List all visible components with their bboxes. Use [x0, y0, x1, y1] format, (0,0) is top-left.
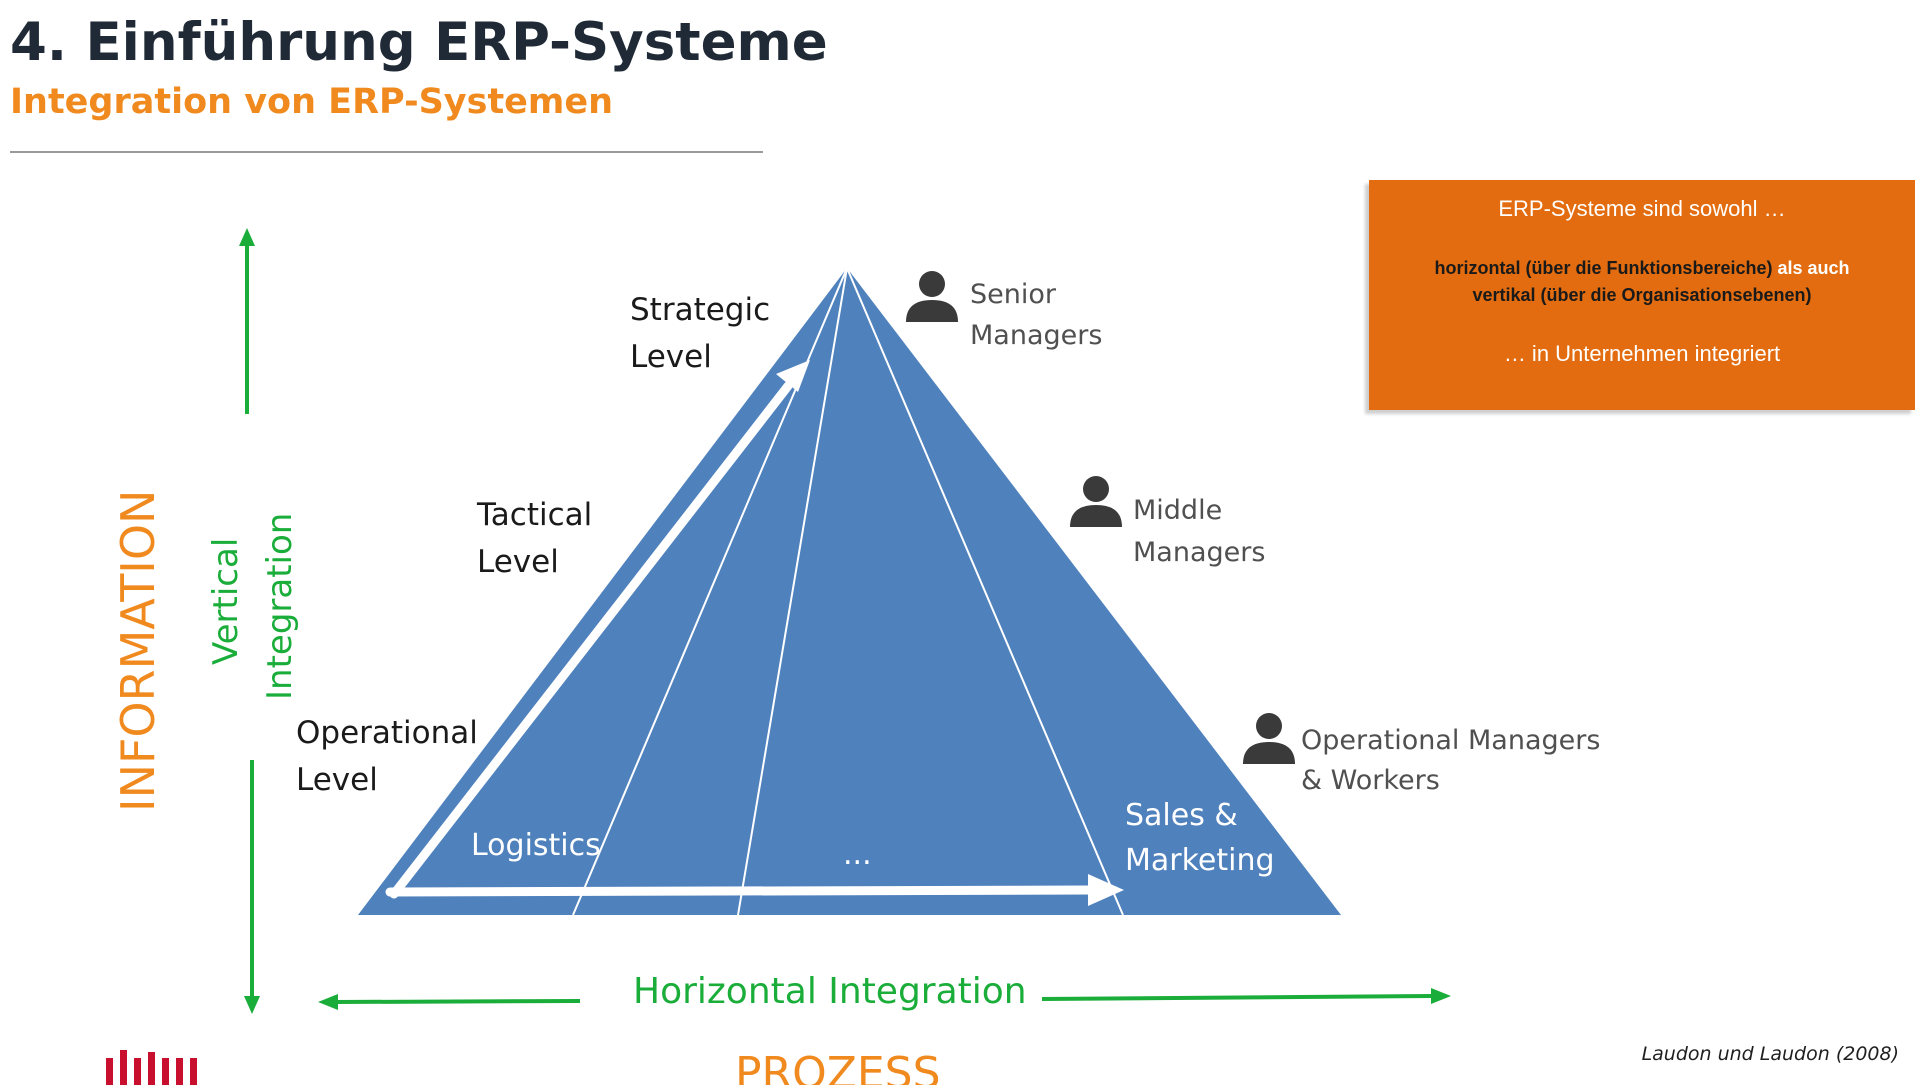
function-label-sales-line2: Marketing	[1125, 843, 1275, 878]
level-strategic-line2: Level	[630, 339, 712, 375]
vertical-integration-label-line2: Integration	[260, 513, 300, 700]
function-label-logistics: Logistics	[471, 828, 601, 863]
person-icon	[1243, 713, 1295, 764]
pyramid-division-line	[846, 267, 1124, 916]
level-operational-line2: Level	[296, 762, 378, 798]
arrow-left-icon	[318, 994, 338, 1010]
vertical-integration-label-line1: Vertical	[206, 538, 246, 665]
title-divider	[10, 151, 763, 153]
page-title: 4. Einführung ERP-Systeme	[10, 12, 828, 73]
role-senior-line1: Senior	[970, 279, 1057, 310]
horizontal-axis-arrow-left	[335, 999, 581, 1004]
level-tactical-line1: Tactical	[476, 497, 592, 533]
role-operational-line2: & Workers	[1301, 765, 1440, 796]
role-operational-line1: Operational Managers	[1301, 725, 1600, 756]
person-icon	[906, 271, 958, 322]
info-box-intro: ERP-Systeme sind sowohl …	[1498, 196, 1786, 221]
horizontal-integration-arrowhead	[1088, 874, 1124, 906]
info-box-horizontal: horizontal (über die Funktionsbereiche)	[1434, 258, 1773, 278]
horizontal-integration-label: Horizontal Integration	[633, 971, 1027, 1012]
level-operational-line1: Operational	[296, 715, 478, 751]
info-box-als-auch: als auch	[1772, 258, 1850, 278]
pyramid	[358, 268, 1341, 915]
pyramid-division-line	[737, 267, 848, 916]
function-label-more: ...	[843, 837, 872, 872]
info-box-main: horizontal (über die Funktionsbereiche) …	[1369, 255, 1915, 309]
function-label-sales-line1: Sales &	[1125, 798, 1238, 833]
source-citation: Laudon und Laudon (2008)	[1641, 1043, 1899, 1065]
level-strategic-line1: Strategic	[630, 292, 770, 328]
vertical-integration-arrowhead	[776, 360, 810, 392]
vertical-integration-arrow	[389, 381, 793, 899]
level-tactical-line2: Level	[477, 544, 559, 580]
prozess-axis-label: PROZESS	[735, 1048, 941, 1085]
role-senior-line2: Managers	[970, 320, 1102, 351]
arrow-right-icon	[1431, 988, 1451, 1004]
person-icon	[1070, 476, 1122, 527]
arrow-down-icon	[244, 996, 260, 1014]
university-logo	[106, 1050, 197, 1085]
horizontal-integration-arrow	[385, 885, 1097, 897]
arrow-up-icon	[239, 228, 255, 246]
information-axis-label: INFORMATION	[111, 490, 165, 812]
page-subtitle: Integration von ERP-Systemen	[10, 82, 614, 122]
info-box-outro: … in Unternehmen integriert	[1503, 341, 1781, 366]
info-box-vertical: vertikal (über die Organisationsebenen)	[1472, 285, 1812, 305]
info-box: ERP-Systeme sind sowohl … horizontal (üb…	[1369, 180, 1915, 410]
horizontal-axis-arrow-right	[1041, 994, 1433, 1001]
role-middle-line2: Managers	[1133, 537, 1265, 568]
role-middle-line1: Middle	[1133, 495, 1222, 526]
